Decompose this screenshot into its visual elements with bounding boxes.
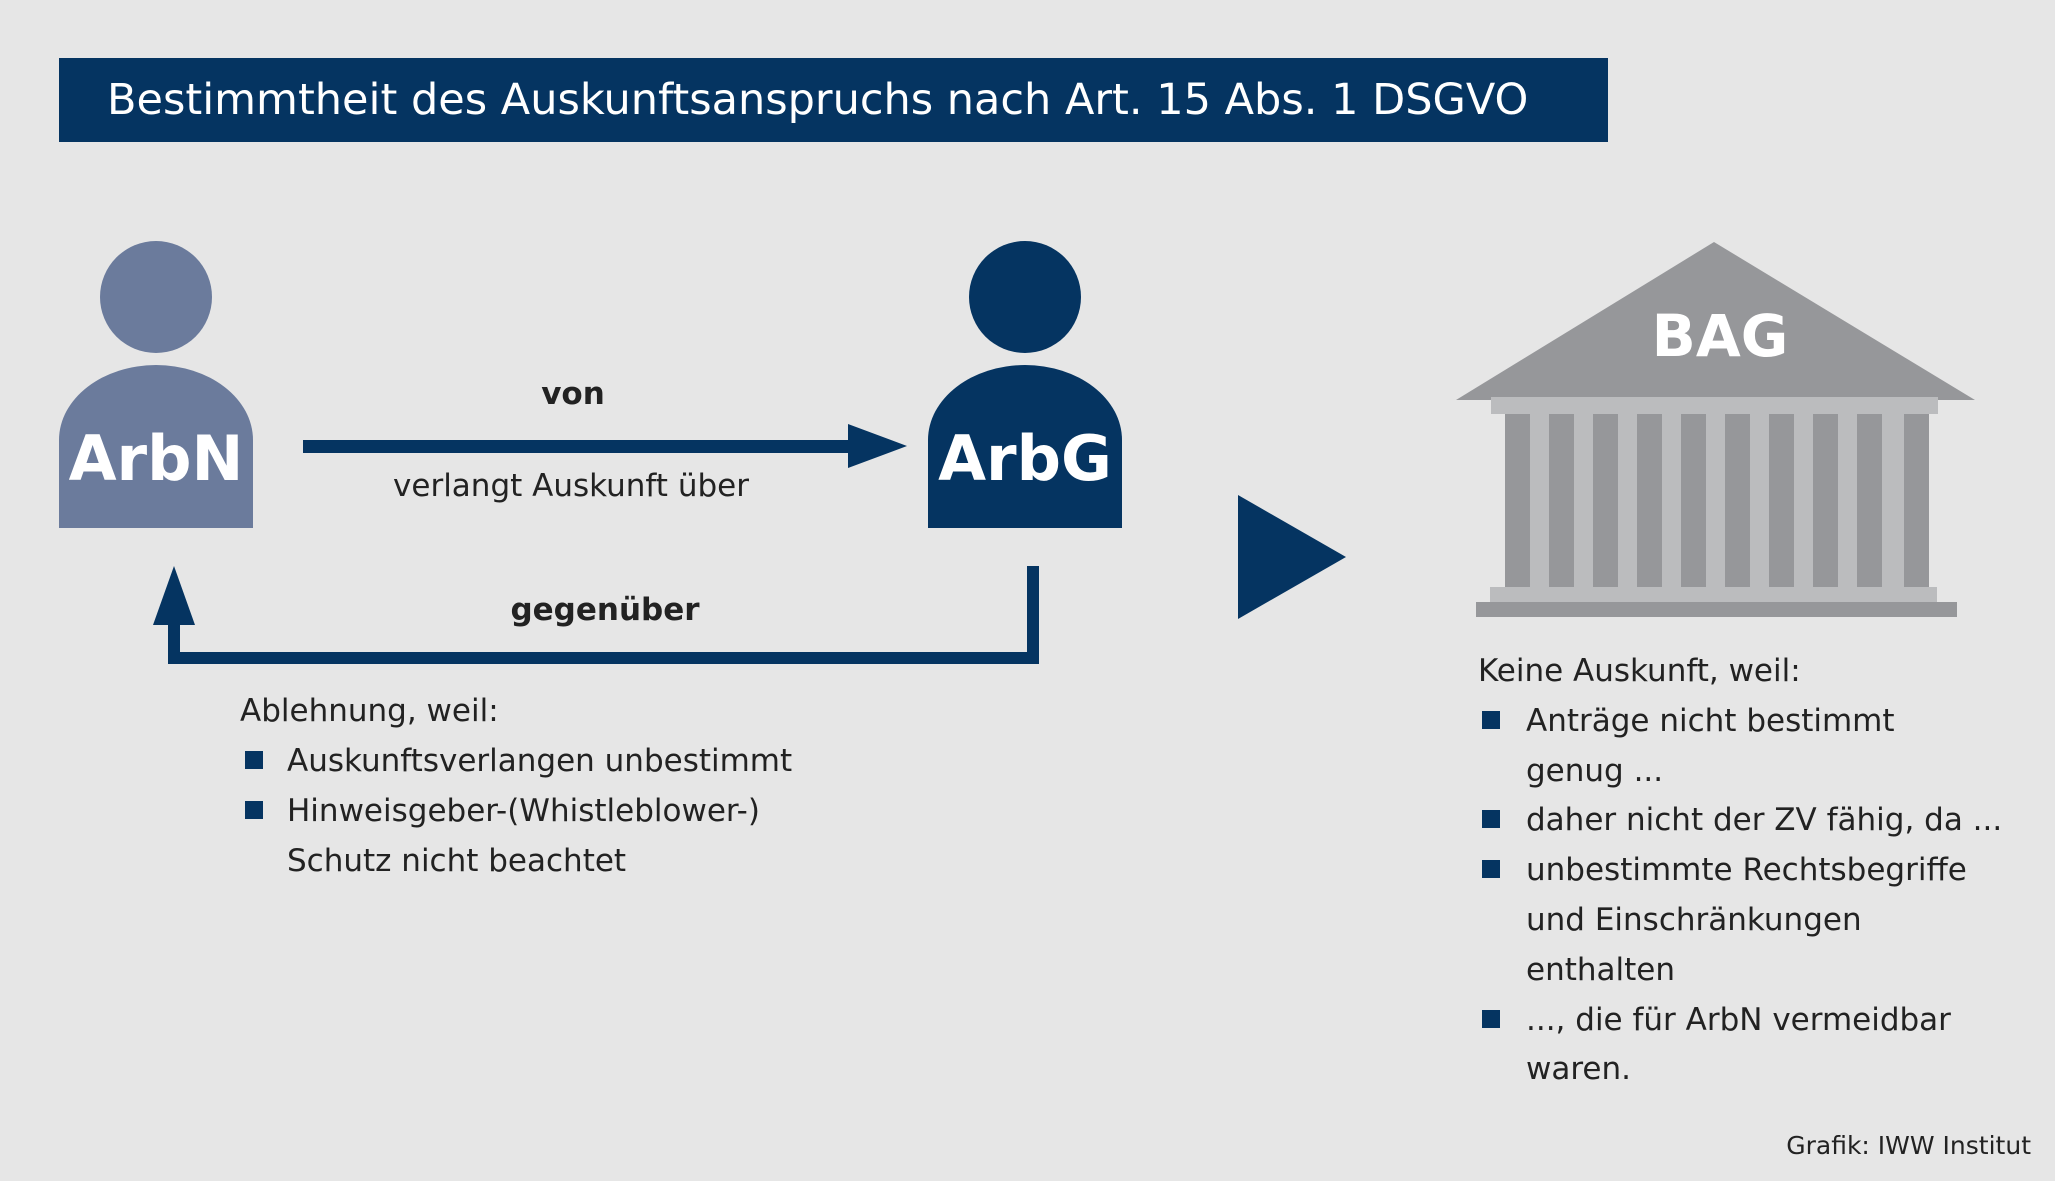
bullet-icon xyxy=(245,751,263,769)
play-triangle-icon xyxy=(1238,495,1346,619)
list-item: daher nicht der ZV fähig, da ... xyxy=(1526,802,2003,838)
bullet-icon xyxy=(1482,1010,1500,1028)
employer-person-icon xyxy=(928,241,1122,528)
list-item: unbestimmte Rechtsbegriffe xyxy=(1526,852,1967,888)
bullet-icon xyxy=(1482,711,1500,729)
employee-person-icon xyxy=(59,241,253,528)
page-title: Bestimmtheit des Auskunftsanspruchs nach… xyxy=(59,58,1608,142)
request-arrow-icon xyxy=(303,424,907,468)
court-label: BAG xyxy=(1651,302,1789,370)
bullet-icon xyxy=(245,801,263,819)
request-from-label: von xyxy=(541,376,605,412)
court-building-icon xyxy=(1456,242,1975,617)
request-sublabel: verlangt Auskunft über xyxy=(393,468,749,504)
list-item: ..., die für ArbN vermeidbar xyxy=(1526,1002,1951,1038)
return-label: gegenüber xyxy=(510,592,700,628)
list-item-continuation: Schutz nicht beachtet xyxy=(287,843,627,879)
employee-label: ArbN xyxy=(68,422,244,495)
list-item: Hinweisgeber-(Whistleblower-) xyxy=(287,793,760,829)
court-heading: Keine Auskunft, weil: xyxy=(1478,653,1801,689)
credit-text: Grafik: IWW Institut xyxy=(1786,1131,2031,1160)
list-item: Anträge nicht bestimmt xyxy=(1526,703,1895,739)
list-item-continuation: waren. xyxy=(1526,1051,1631,1087)
employer-label: ArbG xyxy=(938,422,1112,495)
list-item: Auskunftsverlangen unbestimmt xyxy=(287,743,793,779)
bullet-icon xyxy=(1482,810,1500,828)
list-item-continuation: enthalten xyxy=(1526,952,1676,988)
return-arrow-icon xyxy=(153,566,1039,664)
list-item-continuation: genug ... xyxy=(1526,753,1664,789)
list-item-continuation: und Einschränkungen xyxy=(1526,902,1862,938)
bullet-icon xyxy=(1482,860,1500,878)
rejection-heading: Ablehnung, weil: xyxy=(240,693,499,729)
